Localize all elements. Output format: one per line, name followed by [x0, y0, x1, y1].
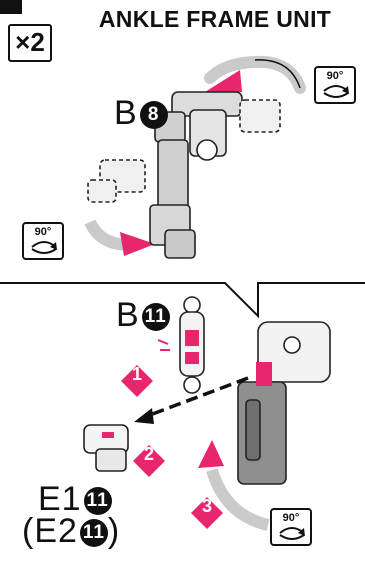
panel-divider [0, 283, 365, 316]
step-marker-3: 3 [190, 496, 224, 530]
part-number-badge: 11 [84, 487, 112, 515]
rotate-icon [321, 83, 351, 99]
part-number-badge: 11 [80, 519, 108, 547]
insert-arrow-head [134, 408, 154, 424]
rotate-degrees: 90° [24, 226, 62, 238]
clip-part-e1 [84, 425, 128, 471]
part-letter: E2 [34, 512, 78, 550]
rotate-degrees: 90° [316, 70, 354, 82]
part-number-badge: 8 [140, 101, 168, 129]
corner-tab [0, 0, 22, 14]
rotate-icon [29, 239, 59, 255]
ankle-frame-assembly [238, 322, 330, 484]
part-letter: B [114, 94, 138, 132]
step-marker-2: 2 [132, 444, 166, 478]
rotate-degrees: 90° [272, 512, 310, 524]
rotate-arrow-step3-head [198, 440, 224, 468]
page-title: ANKLE FRAME UNIT [90, 6, 340, 33]
step-marker-1: 1 [120, 364, 154, 398]
part-number-badge: 11 [142, 303, 170, 331]
quantity-badge: ×2 [8, 24, 52, 62]
rotate-90-badge-left: 90° [22, 222, 64, 260]
part-letter: B [116, 296, 140, 334]
rotate-icon [277, 525, 307, 541]
rotate-90-badge-bottom: 90° [270, 508, 312, 546]
rotate-90-badge-right: 90° [314, 66, 356, 104]
